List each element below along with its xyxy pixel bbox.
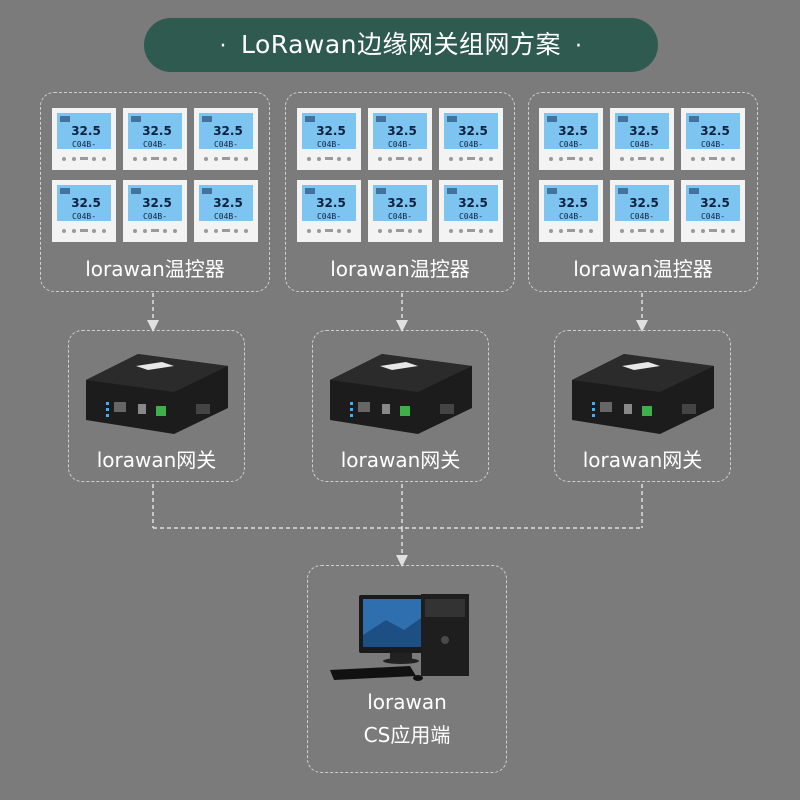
svg-text:C04B-: C04B- (388, 140, 412, 149)
svg-text:32.5: 32.5 (71, 124, 101, 138)
svg-text:32.5: 32.5 (387, 196, 417, 210)
svg-text:32.5: 32.5 (316, 124, 346, 138)
svg-text:C04B-: C04B- (72, 140, 96, 149)
svg-text:C04B-: C04B- (459, 212, 483, 221)
gateway-icon (86, 354, 228, 434)
svg-text:C04B-: C04B- (559, 212, 583, 221)
gateway-label-2: lorawan网关 (340, 448, 461, 472)
svg-text:C04B-: C04B- (388, 212, 412, 221)
svg-text:C04B-: C04B- (143, 140, 167, 149)
svg-text:32.5: 32.5 (213, 124, 243, 138)
svg-text:32.5: 32.5 (558, 124, 588, 138)
gateway-icon (330, 354, 472, 434)
thermostat-group-1 (40, 92, 270, 292)
svg-text:32.5: 32.5 (142, 124, 172, 138)
server-label-line2: CS应用端 (363, 723, 451, 747)
gateway-label-1: lorawan网关 (96, 448, 217, 472)
svg-text:32.5: 32.5 (700, 124, 730, 138)
svg-text:C04B-: C04B- (317, 212, 341, 221)
svg-text:32.5: 32.5 (558, 196, 588, 210)
svg-text:32.5: 32.5 (316, 196, 346, 210)
svg-text:32.5: 32.5 (458, 196, 488, 210)
svg-text:C04B-: C04B- (630, 212, 654, 221)
gateway-icon (572, 354, 714, 434)
svg-text:C04B-: C04B- (701, 140, 725, 149)
svg-text:C04B-: C04B- (214, 212, 238, 221)
svg-text:32.5: 32.5 (629, 124, 659, 138)
svg-text:32.5: 32.5 (142, 196, 172, 210)
svg-text:C04B-: C04B- (317, 140, 341, 149)
title-dot-left: · (219, 34, 227, 59)
svg-text:32.5: 32.5 (387, 124, 417, 138)
computer-icon (330, 594, 469, 681)
svg-text:C04B-: C04B- (72, 212, 96, 221)
thermostat-label-3: lorawan温控器 (573, 257, 713, 281)
svg-text:32.5: 32.5 (213, 196, 243, 210)
svg-text:C04B-: C04B- (559, 140, 583, 149)
thermostat-group-2 (285, 92, 515, 292)
svg-text:C04B-: C04B- (630, 140, 654, 149)
title-dot-right: · (575, 34, 583, 59)
svg-text:C04B-: C04B- (143, 212, 167, 221)
thermostat-label-2: lorawan温控器 (330, 257, 470, 281)
svg-text:32.5: 32.5 (629, 196, 659, 210)
server-label-line1: lorawan (367, 690, 447, 714)
svg-text:32.5: 32.5 (700, 196, 730, 210)
thermostat-group-3 (528, 92, 758, 292)
gateway-label-3: lorawan网关 (582, 448, 703, 472)
thermostat-label-1: lorawan温控器 (85, 257, 225, 281)
page-title: · LoRawan边缘网关组网方案 · (144, 18, 658, 72)
svg-text:C04B-: C04B- (214, 140, 238, 149)
svg-text:C04B-: C04B- (459, 140, 483, 149)
svg-text:32.5: 32.5 (71, 196, 101, 210)
svg-text:32.5: 32.5 (458, 124, 488, 138)
svg-text:C04B-: C04B- (701, 212, 725, 221)
title-text: LoRawan边缘网关组网方案 (240, 30, 562, 59)
